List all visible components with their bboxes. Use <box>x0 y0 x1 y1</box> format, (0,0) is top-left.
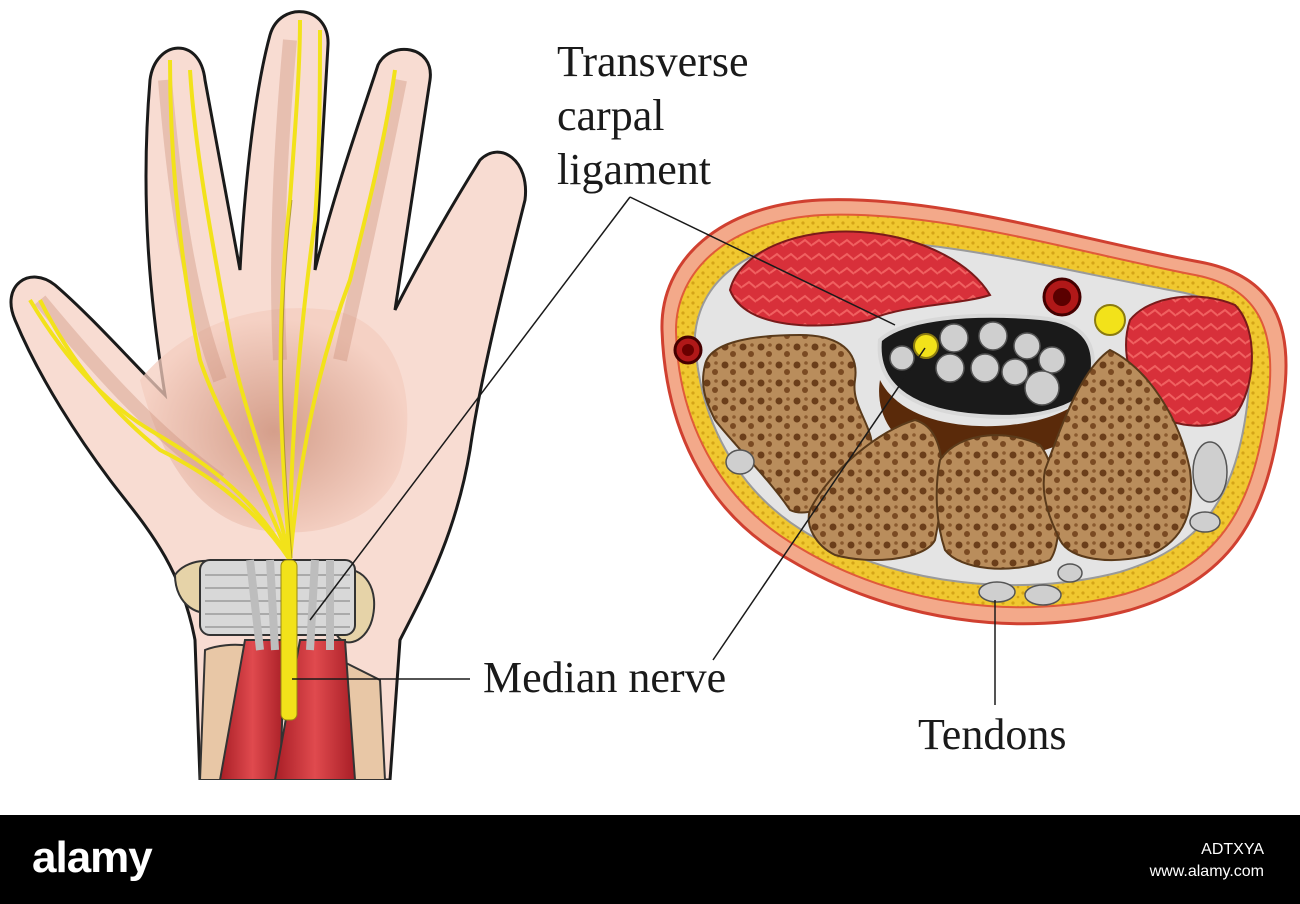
median-nerve-section <box>913 333 939 359</box>
site-url: www.alamy.com <box>1149 863 1264 880</box>
anatomy-illustration <box>0 10 1288 815</box>
ulnar-nerve <box>1094 304 1126 336</box>
nerve-outline <box>282 199 293 559</box>
label-line-2: carpal <box>557 91 665 140</box>
label-line-3: ligament <box>557 145 711 194</box>
extensor-tendons <box>725 441 1228 606</box>
digital-nerves <box>28 19 397 562</box>
leader-median-section <box>712 347 926 661</box>
carpal-bones <box>702 333 1193 570</box>
median-nerve-shape <box>280 559 298 721</box>
label-tendons: Tendons <box>918 710 1067 759</box>
watermark-footer: alamy ADTXYA www.alamy.com <box>0 815 1300 904</box>
leader-tcl-hand <box>309 196 631 621</box>
footer-id-block: ADTXYA www.alamy.com <box>1150 839 1264 883</box>
wrist-cross-section <box>660 198 1288 626</box>
label-median-nerve: Median nerve <box>483 653 727 702</box>
thenar-muscle <box>728 230 992 327</box>
label-line-1: Transverse <box>557 37 749 86</box>
leader-lines <box>292 196 996 705</box>
image-id: ADTXYA <box>1201 841 1264 858</box>
tendon-strands <box>246 559 334 651</box>
leader-tcl-section <box>629 196 896 326</box>
alamy-logo: alamy <box>32 833 153 882</box>
hand-palm-view <box>0 10 528 815</box>
flexor-tendons <box>889 321 1066 406</box>
label-transverse-carpal-ligament: Transverse carpal ligament <box>557 40 748 202</box>
